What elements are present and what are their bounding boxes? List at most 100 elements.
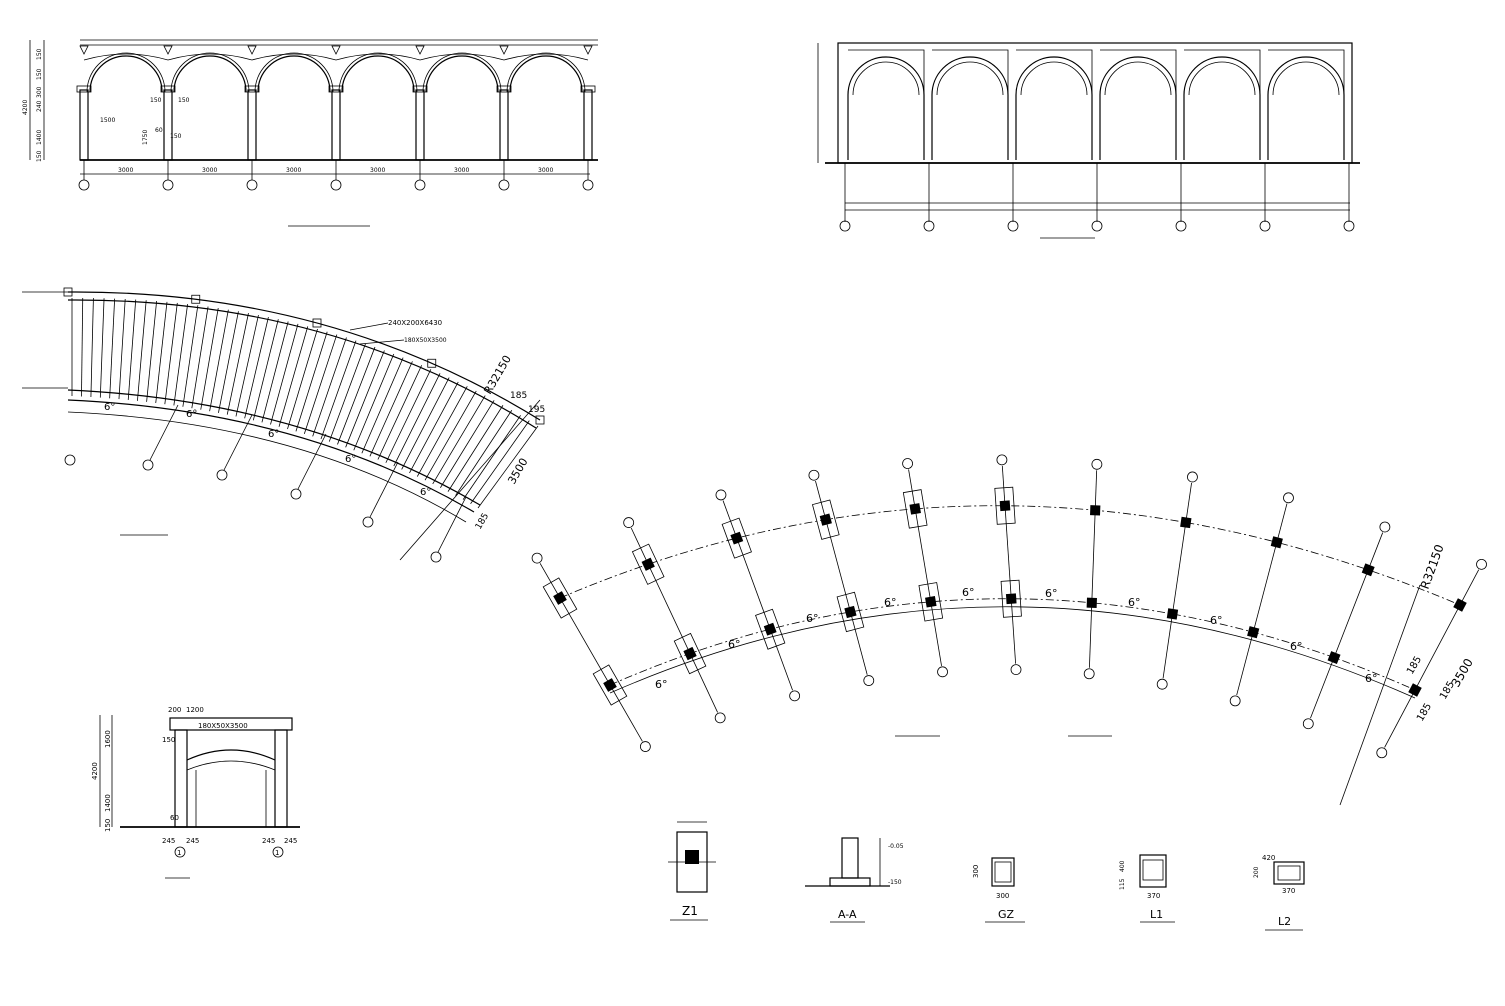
- col-axis-marker-inner: [863, 675, 875, 686]
- pergola-slat: [278, 326, 309, 427]
- elev-height-a: 240: [36, 100, 43, 112]
- elev-arch: [425, 55, 499, 93]
- aa-label: A-A: [838, 908, 857, 921]
- elev-axis-marker: [246, 179, 258, 191]
- column: [909, 503, 921, 515]
- elev-pier: [79, 89, 89, 161]
- column-footing: [592, 664, 628, 706]
- svg-text:1: 1: [275, 849, 279, 857]
- detail-gz: 300 300 GZ: [972, 857, 1025, 923]
- pergola-slat: [361, 357, 404, 454]
- svg-text:1: 1: [177, 849, 181, 857]
- plan-angle-5: 6°: [420, 487, 431, 498]
- rear-arch: [931, 56, 1009, 96]
- column-footing: [721, 517, 752, 559]
- section-height-lower: 1400: [104, 794, 112, 812]
- elev-span-1: 3000: [118, 167, 133, 174]
- pergola-slat: [393, 373, 441, 467]
- pergola-slat: [320, 340, 357, 440]
- col-axis-marker-inner: [1376, 747, 1388, 759]
- col-axis-marker-outer: [623, 517, 635, 528]
- pergola-slat: [416, 386, 468, 477]
- section-height-total: 4200: [91, 762, 99, 780]
- column: [641, 557, 655, 571]
- pergola-slat: [424, 390, 477, 481]
- pergola-slat: [337, 346, 376, 445]
- col-axis-marker-outer: [808, 469, 820, 481]
- column: [730, 531, 744, 545]
- column-footing: [811, 499, 840, 540]
- section-height-upper: 1600: [104, 730, 112, 748]
- elev-arch-outer: [170, 52, 250, 93]
- l1-dim-h2: 115: [1119, 878, 1126, 890]
- elev-keystone-mark: [583, 45, 593, 55]
- rear-arch: [847, 56, 925, 96]
- col-axis-marker-outer: [1379, 521, 1391, 533]
- l2-dim-h: 200: [1253, 866, 1260, 878]
- rear-axis-marker: [1343, 220, 1355, 232]
- axis-marker-section-2: 1: [272, 846, 284, 858]
- pergola-slat: [261, 321, 289, 423]
- elev-note-radius: 1500: [100, 117, 115, 124]
- pergola-slat: [244, 317, 269, 419]
- axis-marker-section-1: 1: [174, 846, 186, 858]
- plan-angle-1: 6°: [104, 402, 115, 413]
- rear-frame: [848, 49, 925, 160]
- column-footing: [673, 632, 707, 675]
- elev-note-d: 60: [155, 127, 163, 134]
- section-dim-d: 60: [170, 814, 179, 822]
- detail-a-a: -0.05 -150 A-A: [805, 837, 904, 923]
- elev-height-b: 300: [36, 86, 43, 98]
- col-axis-marker-inner: [1083, 668, 1095, 680]
- rear-frame: [1268, 49, 1345, 160]
- elev-span-2: 3000: [202, 167, 217, 174]
- rear-arch-inner: [1020, 61, 1088, 96]
- pergola-slat: [462, 415, 521, 500]
- elev-arch-outer: [86, 52, 166, 93]
- pergola-slat: [226, 313, 249, 415]
- col-axis-marker-outer: [996, 454, 1008, 466]
- col-axis-marker-outer: [902, 458, 913, 469]
- column: [1247, 626, 1260, 639]
- column: [1180, 516, 1192, 529]
- elev-height-pier: 1750: [142, 130, 149, 145]
- elev-span-4: 3000: [370, 167, 385, 174]
- column: [999, 500, 1011, 512]
- col-axis-marker-outer: [1476, 558, 1487, 570]
- elev-axis-marker: [78, 179, 90, 191]
- pergola-slat: [432, 395, 486, 485]
- aa-top-elev: -0.05: [888, 843, 904, 850]
- elev-swag: [251, 53, 337, 61]
- col-axis-marker-inner: [1229, 695, 1241, 707]
- plan-small: 195: [528, 405, 545, 415]
- col-axis-marker-inner: [1010, 664, 1022, 675]
- detail-l2: 420 370 200 L2: [1253, 854, 1305, 931]
- col-angle: 6°: [1045, 587, 1058, 600]
- col-angle: 6°: [962, 586, 975, 599]
- pergola-slat: [218, 311, 239, 413]
- elev-span-6: 3000: [538, 167, 553, 174]
- column: [603, 678, 617, 692]
- column-layout-plan: 6°6°6°6°6°6°6°6°6°6° R32150 3500 185 185…: [531, 454, 1487, 806]
- elev-arch: [89, 55, 163, 93]
- elev-arch-outer: [254, 52, 334, 93]
- plan-edge-2: 185: [474, 512, 491, 532]
- elev-capital: [160, 85, 176, 93]
- gz-dim-w: 300: [996, 892, 1009, 900]
- pergola-slat: [470, 420, 530, 505]
- pergola-slat: [252, 319, 279, 421]
- pergola-slat: [137, 300, 147, 401]
- elev-span-5: 3000: [454, 167, 469, 174]
- pergola-slat: [118, 298, 126, 400]
- rear-arch: [1183, 56, 1261, 96]
- column: [844, 605, 857, 619]
- pergola-slat: [90, 298, 94, 398]
- elev-swag: [419, 53, 505, 61]
- col-radius: R32150: [1418, 543, 1447, 591]
- rear-frame: [1184, 49, 1261, 160]
- col-axis-marker-inner: [789, 690, 801, 702]
- gz-dim-h: 300: [972, 865, 980, 878]
- pergola-slat: [477, 425, 539, 509]
- elev-span-3: 3000: [286, 167, 301, 174]
